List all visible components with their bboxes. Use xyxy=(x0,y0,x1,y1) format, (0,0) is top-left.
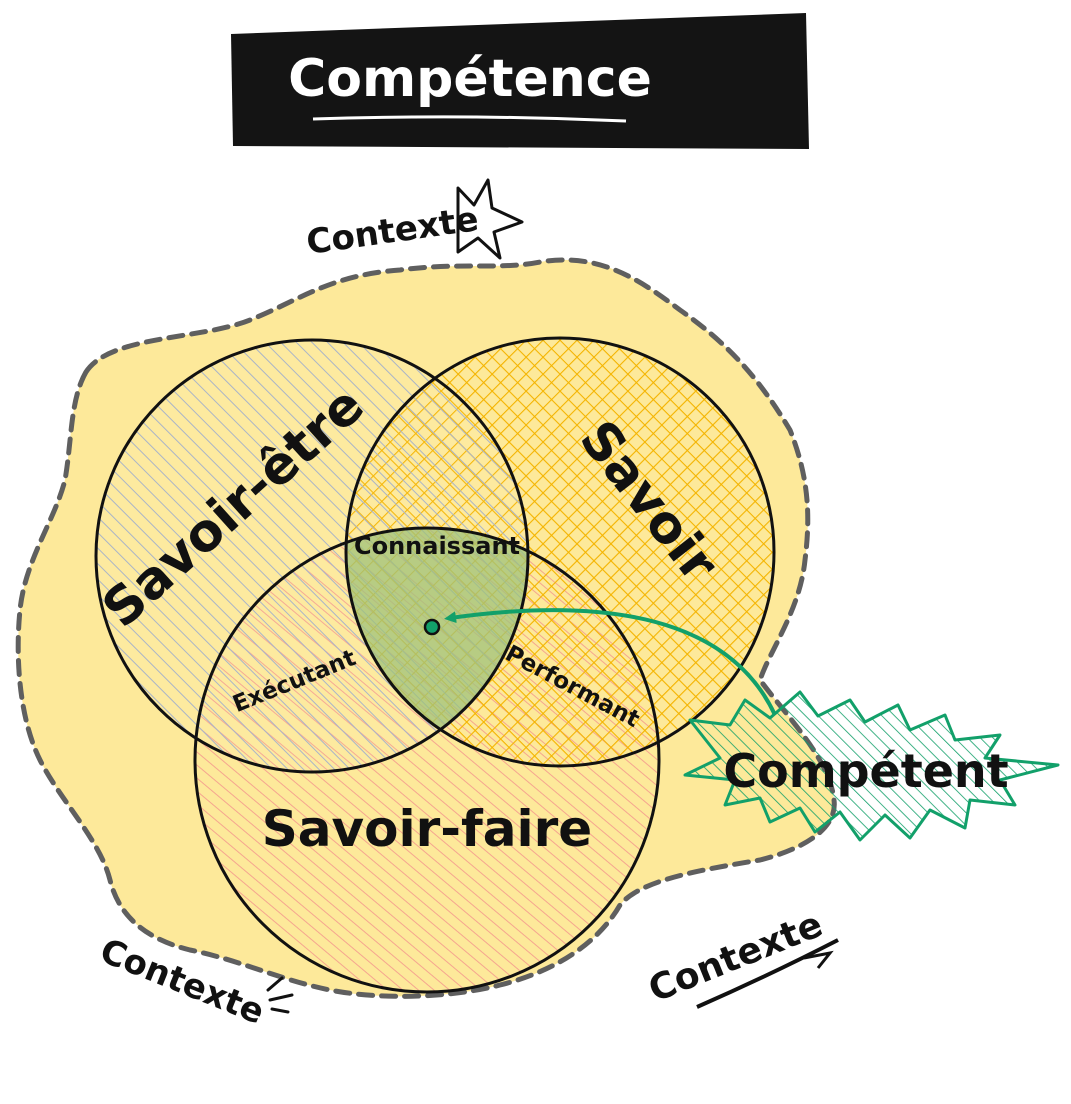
competent-burst: Compétent xyxy=(683,690,1060,842)
competent-label: Compétent xyxy=(723,744,1008,798)
savoir-etre-circle xyxy=(94,338,530,774)
competent-arrow xyxy=(444,608,777,716)
context-underline xyxy=(696,938,839,1009)
savoir-faire-circle xyxy=(193,526,661,994)
savoir-faire-label: Savoir-faire xyxy=(262,800,592,858)
page-title: Compétence xyxy=(288,49,652,109)
savoir-circle xyxy=(344,336,776,768)
center-dot xyxy=(423,618,441,636)
emphasis-marks-icon xyxy=(266,976,294,1014)
title-underline xyxy=(312,115,627,123)
burst-icon xyxy=(456,178,524,260)
connaissant-label: Connaissant xyxy=(354,532,520,560)
context-label-top: Contexte xyxy=(304,199,481,263)
title-banner: Compétence xyxy=(231,13,809,149)
underline-tick xyxy=(803,950,834,969)
